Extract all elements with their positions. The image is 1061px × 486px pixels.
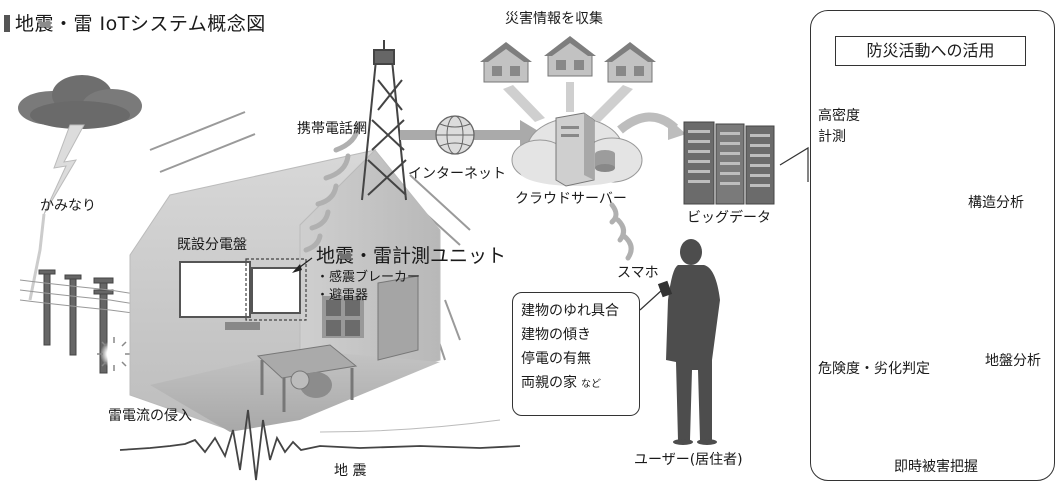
collecting-houses-icon (480, 36, 656, 122)
label-high-density: 高密度 (818, 108, 860, 124)
title-bar (4, 15, 10, 32)
bubble-suffix: など (581, 379, 601, 390)
label-internet: インターネット (408, 166, 506, 182)
seismic-wave (119, 409, 521, 481)
panel-title: 防災活動への活用 (835, 36, 1026, 66)
label-sensor-unit: 地震・雷計測ユニット (316, 245, 507, 267)
lightning-bolt-icon (43, 124, 85, 215)
house-illustration (129, 149, 441, 432)
label-measurement: 計測 (818, 129, 846, 145)
label-risk-assessment: 危険度・劣化判定 (818, 361, 930, 377)
info-bubble: 建物のゆれ具合 建物の傾き 停電の有無 両親の家など (512, 292, 640, 416)
label-damage-assessment: 即時被害把握 (894, 459, 978, 475)
label-lightning: かみなり (40, 198, 96, 214)
label-big-data: ビッグデータ (687, 210, 771, 226)
disaster-prevention-panel (810, 10, 1055, 481)
bubble-line: 停電の有無 (521, 351, 591, 367)
bubble-line-text: 両親の家 (521, 375, 577, 391)
internet-globe-icon (435, 115, 475, 155)
radio-waves (303, 121, 361, 253)
page-title: 地震・雷 IoTシステム概念図 (4, 9, 266, 36)
label-ground-analysis: 地盤分析 (985, 353, 1041, 369)
cloud-icon (18, 75, 142, 129)
label-earthquake: 地 震 (334, 463, 367, 479)
label-existing-panel: 既設分電盤 (177, 237, 247, 253)
label-cloud-server: クラウドサーバー (515, 191, 627, 207)
bubble-line: 建物のゆれ具合 (521, 303, 619, 319)
label-user: ユーザー(居住者) (634, 452, 743, 468)
page-title-text: 地震・雷 IoTシステム概念図 (15, 13, 266, 35)
cloud-server-icon (511, 112, 643, 187)
label-sensor-item-1: ・感震ブレーカー (316, 270, 421, 285)
bubble-line: 建物の傾き (521, 327, 591, 343)
user-silhouette (657, 239, 720, 445)
label-smartphone: スマホ (617, 265, 659, 281)
label-lightning-surge: 雷電流の侵入 (108, 408, 192, 424)
utility-poles-icon (38, 269, 114, 374)
big-data-rack-icon (683, 121, 775, 205)
bubble-line-last: 両親の家など (521, 371, 631, 397)
radio-tower-icon (361, 40, 407, 201)
label-mobile-network: 携帯電話網 (297, 121, 367, 137)
label-sensor-item-2: ・避雷器 (316, 288, 369, 303)
label-disaster-info: 災害情報を収集 (505, 11, 603, 27)
label-structure-analysis: 構造分析 (968, 195, 1024, 211)
